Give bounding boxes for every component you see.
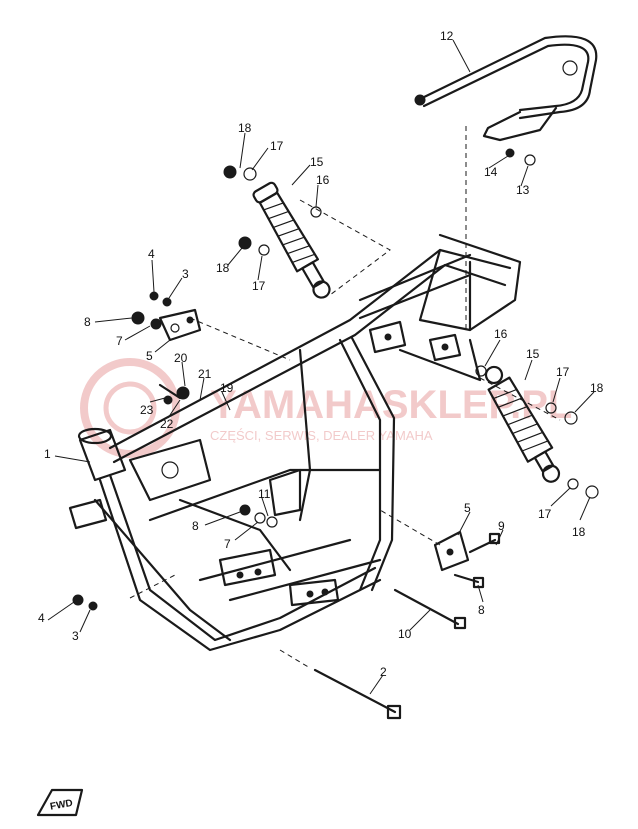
- callout-21: 21: [198, 367, 212, 381]
- watermark-title: YAMAHASKLEP.PL: [210, 383, 572, 427]
- callout-8-top: 8: [84, 315, 91, 329]
- callout-14: 14: [484, 165, 498, 179]
- callout-5-right: 5: [464, 501, 471, 515]
- watermark-logo-icon: [80, 358, 180, 458]
- callout-22: 22: [160, 417, 174, 431]
- callout-9: 9: [498, 519, 505, 533]
- callout-3-bottom: 3: [72, 629, 79, 643]
- callout-2: 2: [380, 665, 387, 679]
- callout-17-right: 17: [556, 365, 570, 379]
- main-frame: [68, 233, 522, 652]
- callout-17-lower: 17: [538, 507, 552, 521]
- bolts: [158, 383, 501, 720]
- callout-1: 1: [44, 447, 51, 461]
- callout-11: 11: [258, 487, 271, 501]
- callout-8-right: 8: [478, 603, 485, 617]
- callout-16-right: 16: [494, 327, 508, 341]
- callout-15-right: 15: [526, 347, 540, 361]
- fasteners: [72, 148, 599, 611]
- watermark-subtitle: CZĘŚCI, SERWIS, DEALER YAMAHA: [210, 428, 433, 443]
- callout-19: 19: [220, 381, 234, 395]
- callout-17-top: 17: [270, 139, 284, 153]
- fwd-label: FWD: [49, 798, 73, 813]
- callout-7-top: 7: [116, 334, 123, 348]
- callout-3-top: 3: [182, 267, 189, 281]
- callout-16-top: 16: [316, 173, 330, 187]
- watermark: YAMAHASKLEP.PL CZĘŚCI, SERWIS, DEALER YA…: [80, 358, 572, 458]
- callout-4-top: 4: [148, 247, 155, 261]
- callout-8-mid: 8: [192, 519, 199, 533]
- callout-labels: 12 18 17 15 16 14 13 4 3 18 17 8 7 5 20 …: [38, 29, 604, 679]
- callout-23: 23: [140, 403, 154, 417]
- grab-bar: [414, 35, 598, 142]
- callout-20: 20: [174, 351, 188, 365]
- callout-17-mid: 17: [252, 279, 266, 293]
- callout-18-right: 18: [590, 381, 604, 395]
- engine-mount-plate-lower: [433, 530, 470, 572]
- callout-13: 13: [516, 183, 530, 197]
- callout-7-mid: 7: [224, 537, 231, 551]
- shock-absorber-right: [484, 365, 561, 483]
- callout-15-left: 15: [310, 155, 324, 169]
- callout-10: 10: [398, 627, 412, 641]
- callout-5-left: 5: [146, 349, 153, 363]
- callout-4-bottom: 4: [38, 611, 45, 625]
- callout-18-mid: 18: [216, 261, 230, 275]
- shock-absorber-left: [252, 181, 331, 299]
- callout-18-top: 18: [238, 121, 252, 135]
- leader-lines: [47, 39, 595, 695]
- forward-arrow-icon: FWD: [36, 788, 84, 817]
- engine-mount-plate-upper: [158, 308, 202, 342]
- callout-18-lower: 18: [572, 525, 586, 539]
- callout-12: 12: [440, 29, 454, 43]
